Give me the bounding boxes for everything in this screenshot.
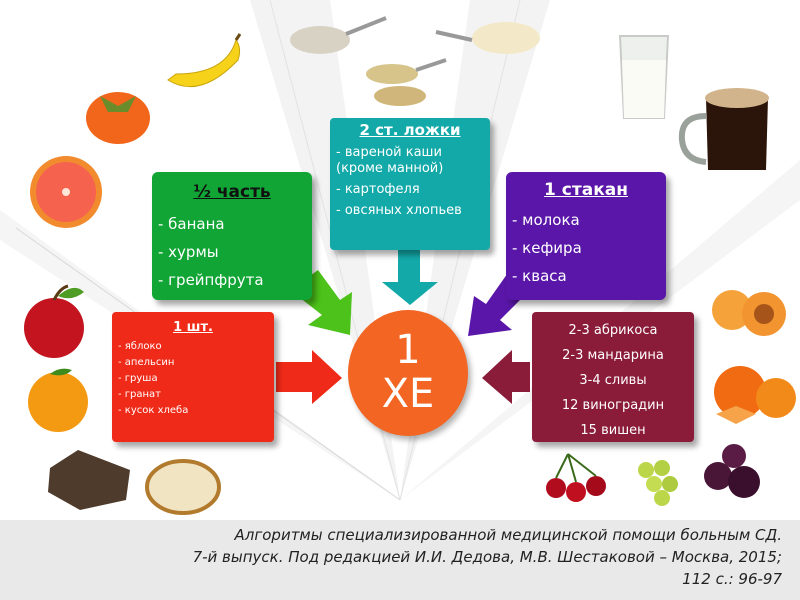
citation-line: 7-й выпуск. Под редакцией И.И. Дедова, М…: [192, 548, 782, 566]
teal-arrow: [382, 250, 438, 305]
grapefruit-icon: [30, 156, 102, 228]
list-item: - гранат: [118, 389, 162, 400]
list-item: - грейпфрута: [158, 271, 264, 289]
box-one-piece: 1 шт. - яблоко - апельсин - груша - гран…: [112, 312, 274, 442]
food-illustrations: [24, 16, 796, 515]
box-header: ½ часть: [193, 182, 271, 202]
list-item: - молока: [512, 211, 580, 229]
list-item: 2-3 абрикоса: [568, 323, 658, 338]
list-item: - апельсин: [118, 357, 175, 368]
cherries-icon: [546, 453, 606, 502]
box-one-glass: 1 стакан - молока - кефира - кваса: [506, 172, 666, 300]
box-small-fruits: 2-3 абрикоса 2-3 мандарина 3-4 сливы 12 …: [532, 312, 694, 442]
list-item: - кефира: [512, 239, 582, 257]
banana-icon: [167, 33, 242, 88]
box-half-portion: ½ часть - банана - хурмы - грейпфрута: [152, 172, 312, 300]
citation-line: 112 с.: 96-97: [682, 570, 782, 588]
list-item: - хурмы: [158, 243, 219, 261]
list-item: - картофеля: [336, 182, 420, 197]
persimmon-icon: [86, 92, 150, 144]
box-two-spoons: 2 ст. ложки - вареной каши (кроме манной…: [330, 118, 490, 250]
list-item: 12 виноградин: [561, 398, 665, 413]
list-item: - вареной каши (кроме манной): [336, 145, 444, 176]
list-item: - яблоко: [118, 341, 162, 352]
kvass-mug-icon: [678, 88, 769, 170]
box-header: 1 стакан: [544, 180, 628, 200]
box-header: 1 шт.: [173, 320, 213, 335]
maroon-arrow: [482, 350, 530, 404]
box-header: 2 ст. ложки: [359, 121, 461, 139]
grapes-icon: [638, 460, 678, 506]
list-item: 2-3 мандарина: [562, 348, 664, 363]
center-unit: ХЕ: [381, 371, 435, 417]
mandarin-icon: [714, 366, 796, 424]
bread-icon: [48, 450, 221, 515]
apple-icon: [24, 284, 84, 358]
orange-icon: [28, 368, 88, 432]
plums-icon: [704, 444, 760, 498]
list-item: - груша: [118, 373, 158, 384]
apricot-icon: [712, 290, 786, 336]
center-number: 1: [395, 327, 421, 373]
red-arrow: [276, 350, 342, 404]
center-bread-unit: 1 ХЕ: [348, 310, 468, 436]
list-item: - кваса: [512, 267, 567, 285]
list-item: - банана: [158, 215, 225, 233]
milk-glass-icon: [618, 35, 670, 119]
list-item: - кусок хлеба: [118, 405, 189, 416]
citation-footer: Алгоритмы специализированной медицинской…: [0, 520, 800, 600]
citation-line: Алгоритмы специализированной медицинской…: [234, 526, 782, 544]
list-item: 3-4 сливы: [579, 373, 647, 388]
list-item: 15 вишен: [580, 423, 646, 438]
list-item: - овсяных хлопьев: [336, 203, 462, 218]
oat-spoons-icon: [290, 16, 540, 106]
